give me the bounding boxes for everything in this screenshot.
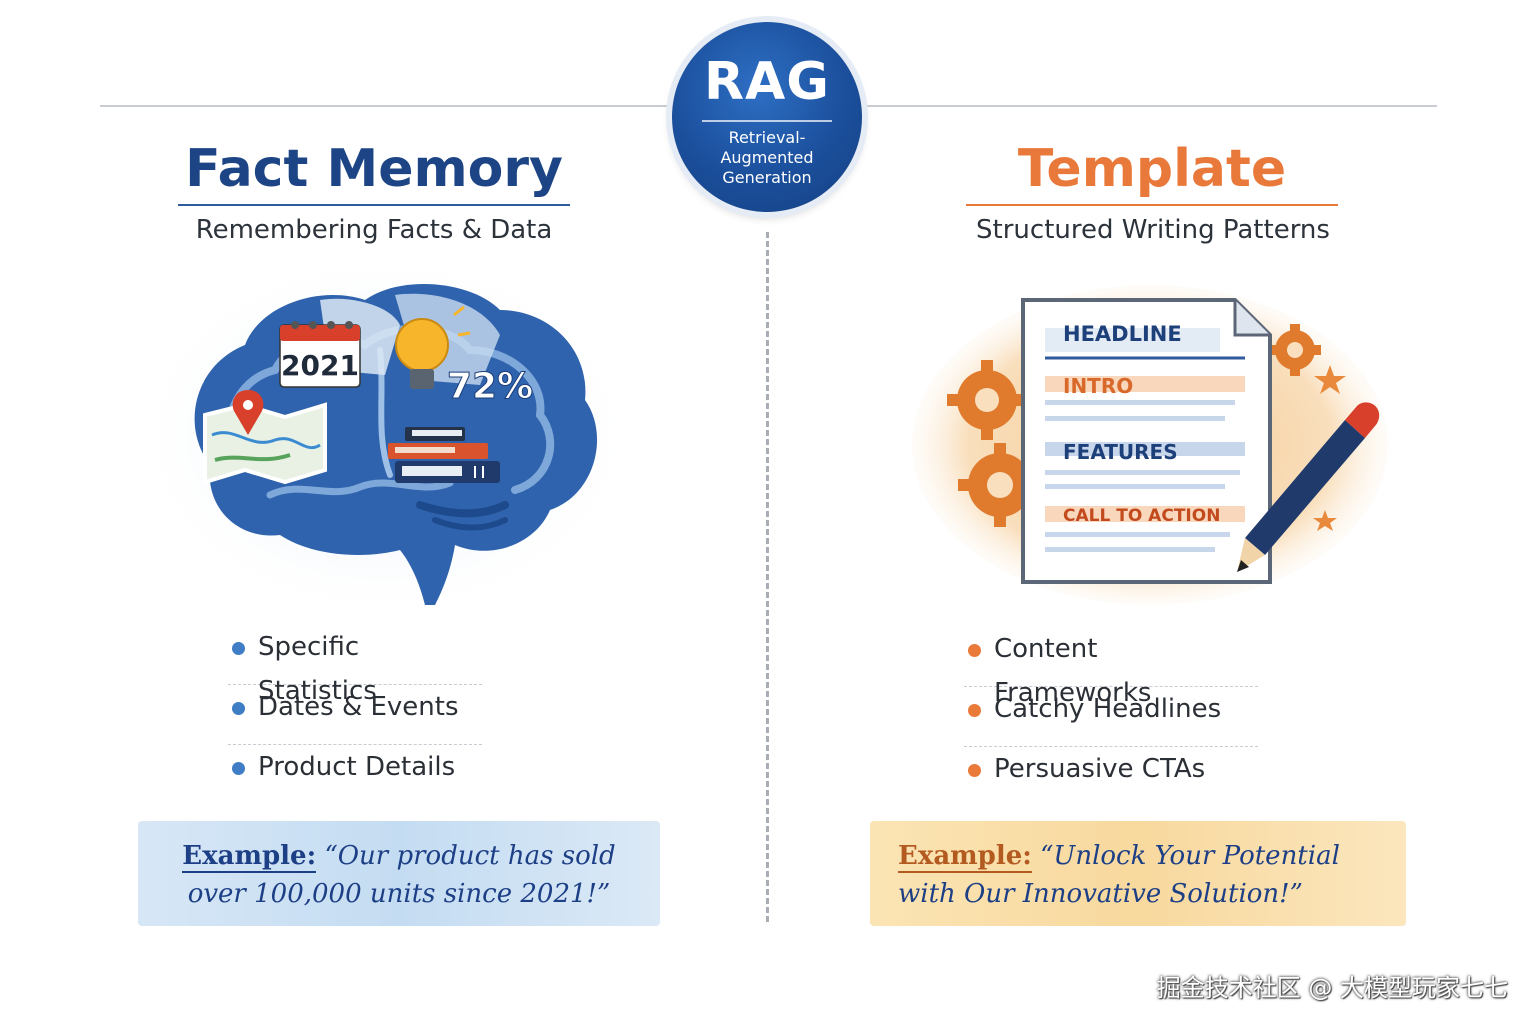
example-label: Example: (182, 841, 317, 873)
example-text: “Our product has sold over 100,000 units… (187, 841, 616, 909)
bullet-label: Product Details (258, 752, 456, 782)
stat-percent: 72% (447, 366, 533, 407)
template-subtitle: Structured Writing Patterns (976, 215, 1330, 245)
watermark: 掘金技术社区 @ 大模型玩家七七 (1156, 974, 1508, 1002)
list-item: Content Frameworks (964, 627, 1258, 708)
map-icon (203, 402, 327, 485)
bullet-dot (232, 642, 245, 655)
gear-icon (947, 324, 1321, 527)
rag-title: RAG (704, 52, 830, 112)
rag-subtitle-line: Generation (722, 168, 812, 187)
doc-section-features: FEATURES (1063, 440, 1178, 464)
bullet-label: Persuasive CTAs (994, 754, 1206, 784)
fact-memory-example-box: Example: “Our product has sold over 100,… (138, 821, 660, 926)
bullet-dot (968, 644, 981, 657)
template-title: Template (1017, 139, 1287, 199)
doc-section-headline: HEADLINE (1063, 322, 1182, 346)
fact-memory-bullet-list: Specific Statistics Dates & Events Produ… (228, 625, 482, 805)
fact-memory-title-rule (178, 204, 570, 206)
bullet-dot (232, 762, 245, 775)
list-item: Catchy Headlines (964, 687, 1258, 747)
template-bullet-list: Content Frameworks Catchy Headlines Pers… (964, 627, 1258, 807)
center-dashed-divider (766, 232, 769, 922)
brain-illustration: 2021 72% (153, 265, 617, 605)
list-item: Persuasive CTAs (964, 747, 1258, 807)
calendar-icon: 2021 (279, 321, 361, 388)
template-example-box: Example: “Unlock Your Potential with Our… (870, 821, 1406, 926)
rag-badge-rule (702, 120, 832, 122)
document-icon: HEADLINE INTRO FEATURES CALL TO ACTION (1021, 298, 1272, 584)
example-label: Example: (898, 841, 1032, 873)
bullet-label: Catchy Headlines (994, 694, 1222, 724)
lightbulb-icon (395, 305, 471, 389)
bullet-dot (968, 764, 981, 777)
bullet-dot (968, 704, 981, 717)
fact-memory-subtitle: Remembering Facts & Data (195, 215, 553, 245)
list-item: Specific Statistics (228, 625, 482, 706)
books-icon (388, 427, 500, 483)
top-divider-right (862, 105, 1437, 107)
rag-subtitle-line: Augmented (720, 148, 814, 167)
pencil-icon (1237, 402, 1380, 572)
doc-section-intro: INTRO (1063, 374, 1133, 398)
list-item: Product Details (228, 745, 482, 805)
rag-subtitle: Retrieval- Augmented Generation (692, 128, 842, 188)
rag-subtitle-line: Retrieval- (728, 128, 806, 147)
template-title-rule (966, 204, 1338, 206)
template-document-illustration: HEADLINE INTRO FEATURES CALL TO ACTION (912, 285, 1388, 605)
doc-section-cta: CALL TO ACTION (1063, 506, 1220, 526)
bullet-label: Specific Statistics (258, 632, 377, 706)
bullet-label: Dates & Events (258, 692, 459, 722)
rag-badge: RAG Retrieval- Augmented Generation (672, 22, 862, 212)
fact-memory-title: Fact Memory (185, 139, 563, 199)
star-icon (1313, 365, 1346, 531)
bullet-label: Content Frameworks (994, 634, 1152, 708)
list-item: Dates & Events (228, 685, 482, 745)
example-text: “Unlock Your Potential with Our Innovati… (898, 841, 1340, 909)
location-pin-icon (232, 390, 264, 435)
top-divider-left (100, 105, 675, 107)
calendar-year: 2021 (281, 349, 359, 382)
bullet-dot (232, 702, 245, 715)
